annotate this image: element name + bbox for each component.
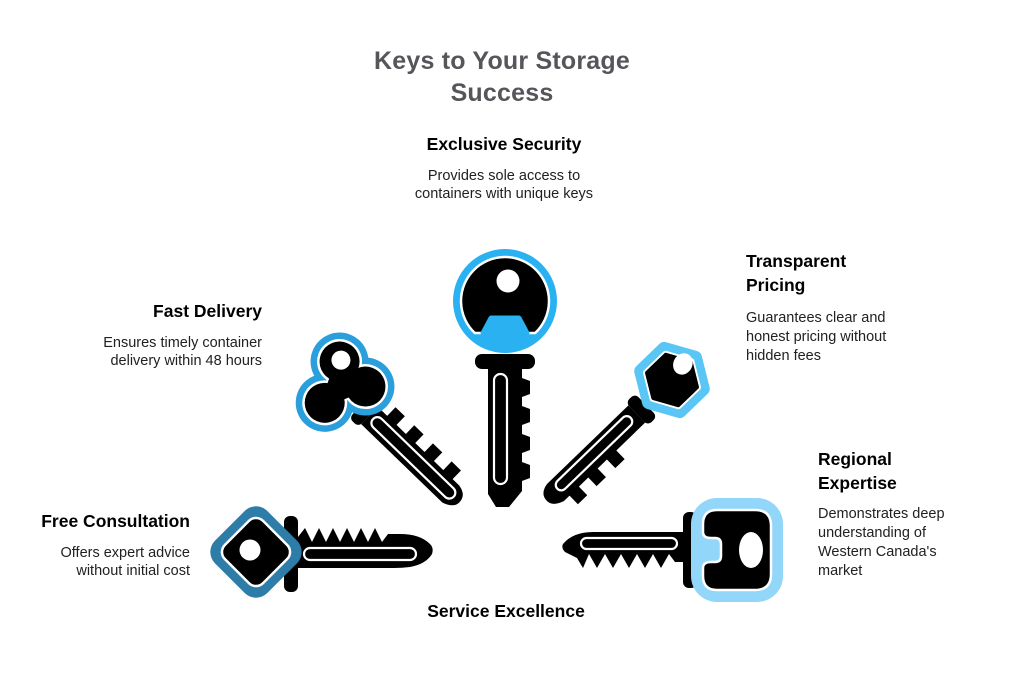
key-shaft (543, 405, 646, 505)
section-transparent-pricing: Transparent Pricing Guarantees clear and… (746, 250, 916, 366)
section-service-excellence: Service Excellence (386, 600, 626, 624)
transparent-pricing-heading: Transparent Pricing (746, 251, 847, 295)
keyhole (496, 269, 520, 293)
regional-expertise-heading: Regional Expertise (818, 449, 897, 493)
key-icon-free-consultation (210, 506, 433, 598)
key-shoulder (627, 395, 656, 424)
keyhole (331, 350, 351, 370)
section-exclusive-security: Exclusive Security Provides sole access … (384, 133, 624, 204)
key-icon-exclusive-security (453, 249, 557, 507)
page-title: Keys to Your Storage Success (374, 47, 630, 107)
key-shaft (361, 406, 463, 506)
key-groove (302, 546, 418, 562)
key-head-notch (480, 315, 530, 336)
key-groove (579, 536, 679, 551)
fast-delivery-description: Ensures timely container delivery within… (103, 334, 262, 370)
key-groove (492, 372, 509, 486)
section-regional-expertise: Regional Expertise Demonstrates deep und… (818, 448, 978, 581)
key-head (459, 255, 551, 335)
key-icon-transparent-pricing (543, 341, 710, 505)
exclusive-security-heading: Exclusive Security (426, 134, 582, 154)
keyhole (739, 532, 763, 568)
transparent-pricing-description: Guarantees clear and honest pricing with… (746, 310, 887, 364)
key-icon-fast-delivery (295, 332, 463, 506)
free-consultation-heading: Free Consultation (41, 511, 190, 531)
key-head (320, 357, 370, 407)
free-consultation-description: Offers expert advice without initial cos… (60, 544, 191, 580)
key-groove (554, 415, 634, 492)
keyhole (673, 353, 693, 375)
key-shaft (488, 366, 530, 507)
service-excellence-heading: Service Excellence (427, 601, 585, 621)
section-free-consultation: Free Consultation Offers expert advice w… (0, 510, 190, 581)
key-shoulder (475, 354, 535, 369)
fast-delivery-heading: Fast Delivery (153, 301, 262, 321)
regional-expertise-description: Demonstrates deep understanding of Weste… (818, 506, 945, 579)
key-head (701, 508, 773, 592)
section-fast-delivery: Fast Delivery Ensures timely container d… (52, 300, 262, 371)
key-icon-regional-expertise (562, 498, 783, 602)
exclusive-security-description: Provides sole access to containers with … (414, 167, 594, 203)
keyhole (239, 539, 261, 561)
key-groove (370, 416, 457, 500)
